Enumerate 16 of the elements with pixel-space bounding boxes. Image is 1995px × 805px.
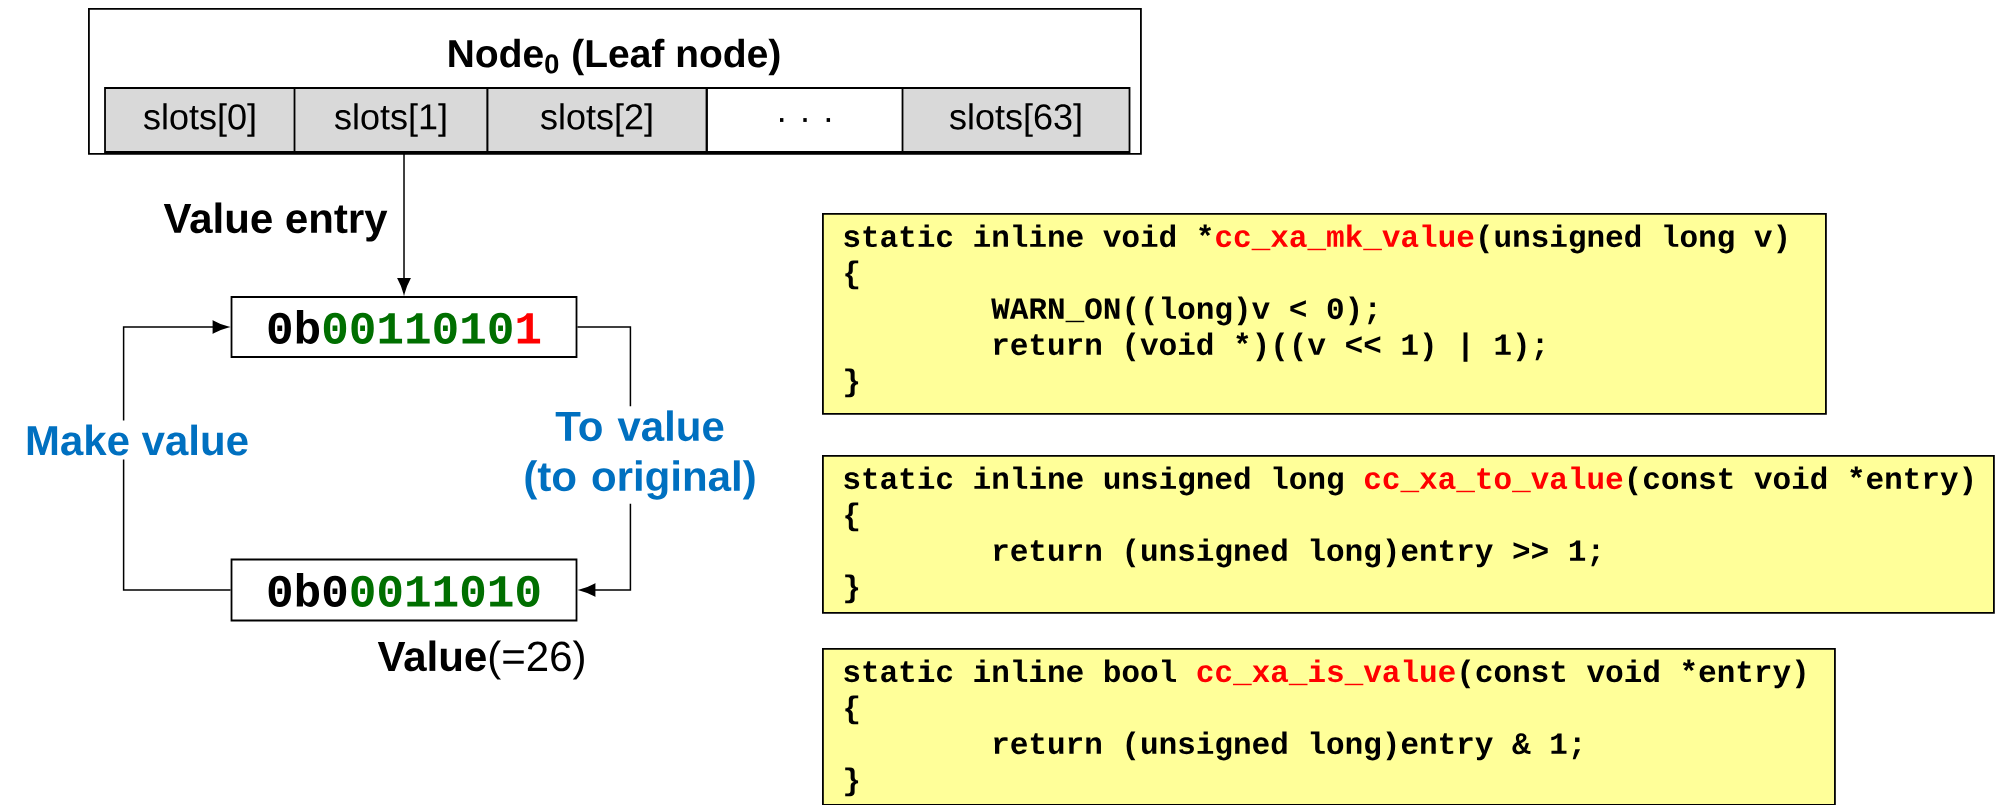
code-box: static inline bool cc_xa_is_value (const void *entry) { return (unsigned long)entry & 1; } [822,648,1836,805]
code-box: static inline unsigned long cc_xa_to_value (const void *entry) { return (unsigned long)entry >> 1; } [822,455,1995,614]
arrow [397,152,411,294]
edge-label: Make value [20,420,254,460]
edge-label: Value entry [159,198,392,246]
value-box: 0b00011010 [230,558,578,622]
slot-cell: slots[2] [486,87,708,153]
arrow [122,320,232,591]
slot-cell: slots[63] [901,87,1131,153]
edge-label: To value (to original) [519,406,761,504]
slot-cell: . . . [706,87,904,153]
value-caption: Value(=26) [377,640,584,680]
value-box: 0b00110101 [230,296,578,358]
code-box: static inline void * cc_xa_mk_value (unsigned long v) { WARN_ON((long)v < 0); return (void *)((v << 1) | 1); } [822,213,1827,415]
slot-cell: slots[0] [104,87,296,153]
slot-cell: slots[1] [293,87,489,153]
